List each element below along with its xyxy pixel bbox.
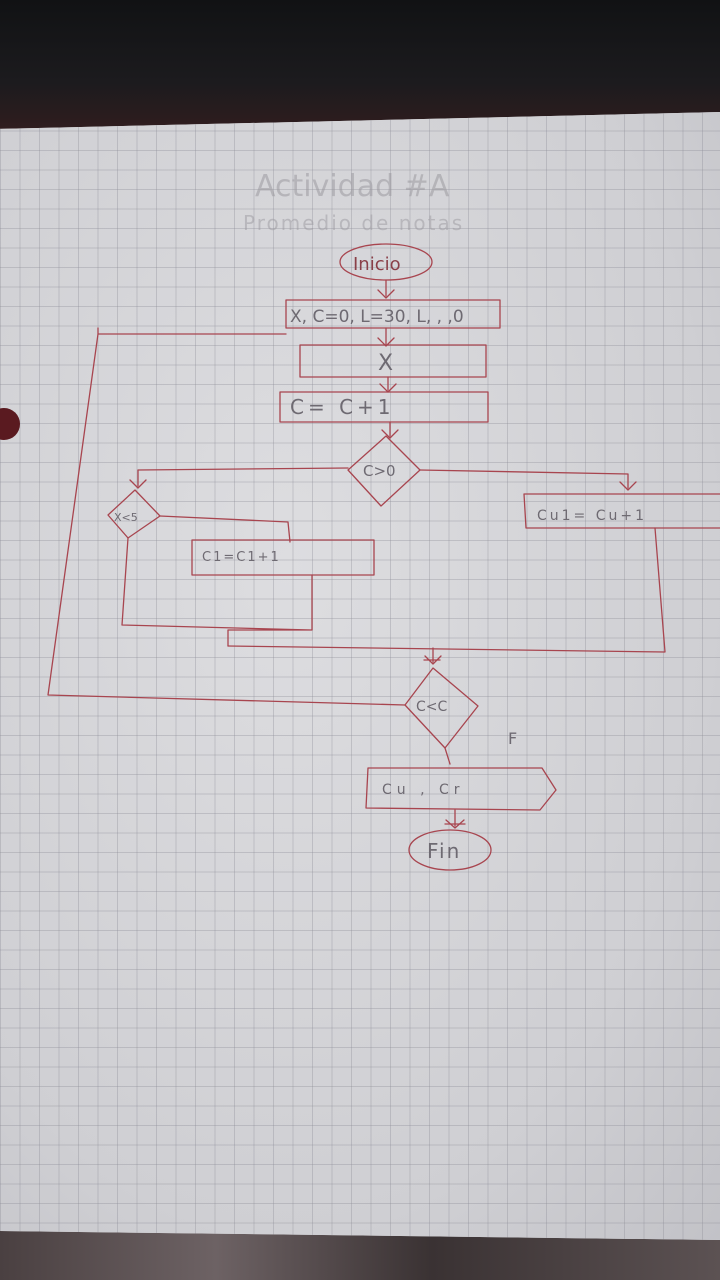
end-label: Fin [427, 839, 461, 863]
input-box-text: X [378, 351, 393, 376]
start-label: Inicio [353, 254, 401, 275]
output-box-text: Cu , Cr [382, 782, 465, 798]
right-merge-line [227, 527, 666, 653]
branch-left [129, 467, 349, 489]
counter-box [279, 391, 489, 423]
outer-loop-line [47, 327, 406, 706]
left-process-text: C1=C1+1 [202, 550, 281, 565]
input-box [299, 344, 487, 378]
arrow-init [377, 327, 395, 347]
init-box [285, 299, 501, 329]
right-process-text: Cu1= Cu+1 [537, 508, 647, 524]
decision-main-text: C>0 [363, 462, 396, 480]
arrow-output [444, 809, 466, 829]
branch-right [419, 469, 637, 491]
counter-box-text: C= C+1 [290, 395, 395, 419]
line-left-yes [159, 515, 291, 543]
arrow-counter [381, 421, 399, 439]
false-label: F [508, 729, 517, 748]
arrow-loop-false [444, 747, 451, 765]
decision-main-diamond [347, 435, 421, 507]
end-oval [408, 829, 492, 871]
arrow-start [377, 279, 395, 299]
output-box [365, 767, 557, 811]
arrow-merge [423, 647, 442, 665]
title-line1: Actividad #A [255, 169, 450, 204]
left-merge-lines [121, 537, 313, 647]
title-line2: Promedio de notas [243, 211, 464, 235]
init-box-text: X, C=0, L=30, L, , ,0 [290, 307, 464, 327]
arrow-input [379, 376, 397, 393]
left-process-box [191, 539, 375, 576]
decision-loop-text: C<C [416, 699, 448, 715]
decision-left-text: X<5 [114, 511, 138, 524]
binder-hole [0, 408, 20, 440]
